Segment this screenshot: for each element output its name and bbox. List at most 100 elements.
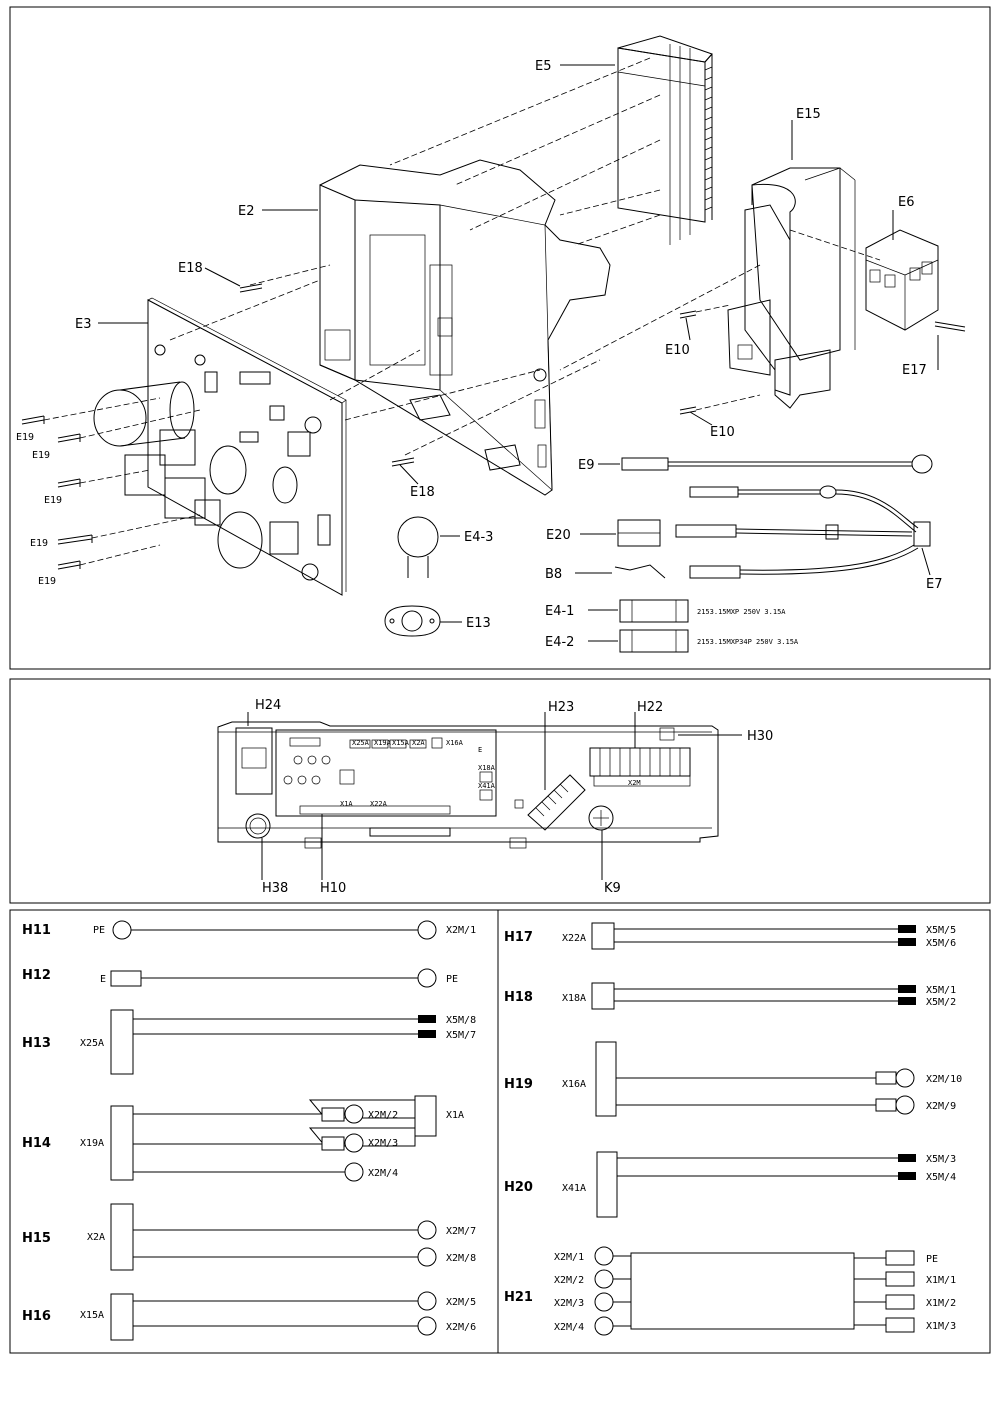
h14-from: X19A	[80, 1138, 104, 1149]
thermostat	[384, 605, 441, 637]
h16-to-2: X2M/6	[446, 1322, 476, 1333]
h18-to-2: X5M/2	[926, 997, 956, 1008]
h13-from: X25A	[80, 1038, 104, 1049]
label-e2: E2	[238, 204, 255, 219]
wiring-h13: H13 X25A X5M/8 X5M/7	[22, 1009, 476, 1075]
h15-to-2: X2M/8	[446, 1253, 476, 1264]
h17-to-2: X5M/6	[926, 938, 956, 949]
pcb-marking-x22a: X22A	[370, 800, 388, 808]
label-e4-3: E4-3	[464, 530, 493, 545]
fuse-2	[619, 629, 689, 653]
h12-from: E	[100, 974, 106, 985]
terminal-block	[865, 229, 966, 332]
h13-to-1: X5M/8	[446, 1015, 476, 1026]
exploded-drawing	[21, 35, 966, 653]
h17-from: X22A	[562, 933, 586, 944]
cable-e9	[621, 454, 933, 474]
wiring-h21: H21 X2M/1 X2M/2 X2M/3 X2M/4 PE X1M/1 X1M…	[504, 1246, 956, 1336]
h18-from: X18A	[562, 993, 586, 1004]
h16-from: X15A	[80, 1310, 104, 1321]
label-e3: E3	[75, 317, 92, 332]
wiring-h17: H17 X22A X5M/5 X5M/6	[504, 922, 956, 950]
h20-to-1: X5M/3	[926, 1154, 956, 1165]
pcb-marking-x41a: X41A	[478, 782, 496, 790]
harness-id-h18: H18	[504, 990, 533, 1005]
label-h24: H24	[255, 698, 281, 713]
label-h10: H10	[320, 881, 346, 896]
control-box	[217, 721, 719, 849]
pcb-marking-x2a: X2A	[412, 739, 425, 747]
label-h38: H38	[262, 881, 288, 896]
label-e13: E13	[466, 616, 491, 631]
pcb-marking-x16a: X16A	[446, 739, 464, 747]
board-leaders	[247, 712, 742, 880]
h21-to-3: X1M/2	[926, 1298, 956, 1309]
label-h23: H23	[548, 700, 574, 715]
wiring-h18: H18 X18A X5M/1 X5M/2	[504, 982, 956, 1010]
harness-id-h20: H20	[504, 1180, 533, 1195]
h20-to-2: X5M/4	[926, 1172, 956, 1183]
label-e7: E7	[926, 577, 943, 592]
h15-to-1: X2M/7	[446, 1226, 476, 1237]
board-view-frame	[9, 678, 991, 904]
h14-to-1: X2M/2	[368, 1110, 398, 1121]
h21-to-1: PE	[926, 1254, 938, 1265]
label-e17: E17	[902, 363, 927, 378]
harness-id-h16: H16	[22, 1309, 51, 1324]
h16-to-1: X2M/5	[446, 1297, 476, 1308]
pcb-marking-x15a: X15A	[392, 739, 410, 747]
harness-id-h17: H17	[504, 930, 533, 945]
h21-from-3: X2M/3	[554, 1298, 584, 1309]
h11-to-1: X2M/1	[446, 925, 476, 936]
h21-to-2: X1M/1	[926, 1275, 956, 1286]
label-e19-3: E19	[44, 495, 62, 506]
harness-id-h12: H12	[22, 968, 51, 983]
fuse-1	[619, 599, 689, 623]
fuse-2-spec: 2153.15MXP34P 250V 3.15A	[697, 638, 799, 646]
label-e15: E15	[796, 107, 821, 122]
h21-from-2: X2M/2	[554, 1275, 584, 1286]
label-e19-5: E19	[38, 576, 56, 587]
h21-to-4: X1M/3	[926, 1321, 956, 1332]
clip-b8	[614, 564, 666, 579]
wiring-h20: H20 X41A X5M/3 X5M/4	[504, 1151, 956, 1218]
h14-aux: X1A	[446, 1110, 464, 1121]
label-k9: K9	[604, 881, 621, 896]
label-e20: E20	[546, 528, 571, 543]
wiring-frame	[9, 909, 991, 1354]
h19-to-2: X2M/9	[926, 1101, 956, 1112]
h11-from: PE	[93, 925, 105, 936]
h14-to-2: X2M/3	[368, 1138, 398, 1149]
screws-e19	[21, 397, 201, 570]
wiring-h16: H16 X15A X2M/5 X2M/6	[22, 1291, 476, 1341]
housing	[319, 159, 611, 496]
harness-e7	[675, 485, 931, 579]
wiring-h11: H11 PE X2M/1	[22, 920, 476, 940]
label-e5: E5	[535, 59, 552, 74]
label-b8: B8	[545, 567, 562, 582]
harness-id-h11: H11	[22, 923, 51, 938]
label-e4-1: E4-1	[545, 604, 574, 619]
harness-id-h15: H15	[22, 1231, 51, 1246]
harness-id-h14: H14	[22, 1136, 51, 1151]
label-e19-1: E19	[16, 432, 34, 443]
h19-to-1: X2M/10	[926, 1074, 962, 1085]
h18-to-1: X5M/1	[926, 985, 956, 996]
terminal-marking-x2m: X2M	[628, 779, 641, 787]
heatsink	[617, 35, 713, 245]
label-e10-top: E10	[665, 343, 690, 358]
h13-to-2: X5M/7	[446, 1030, 476, 1041]
wiring-h19: H19 X16A X2M/10 X2M/9	[504, 1041, 962, 1117]
label-h30: H30	[747, 729, 773, 744]
label-e19-4: E19	[30, 538, 48, 549]
h15-from: X2A	[87, 1232, 105, 1243]
exploded-leaders	[98, 64, 939, 642]
h21-from-1: X2M/1	[554, 1252, 584, 1263]
pcb-marking-x1a: X1A	[340, 800, 353, 808]
pcb-marking-x18a: X18A	[478, 764, 496, 772]
label-e18-top: E18	[178, 261, 203, 276]
label-h22: H22	[637, 700, 663, 715]
cover-bracket	[727, 167, 856, 409]
pcb-marking-x19a: X19A	[374, 739, 392, 747]
